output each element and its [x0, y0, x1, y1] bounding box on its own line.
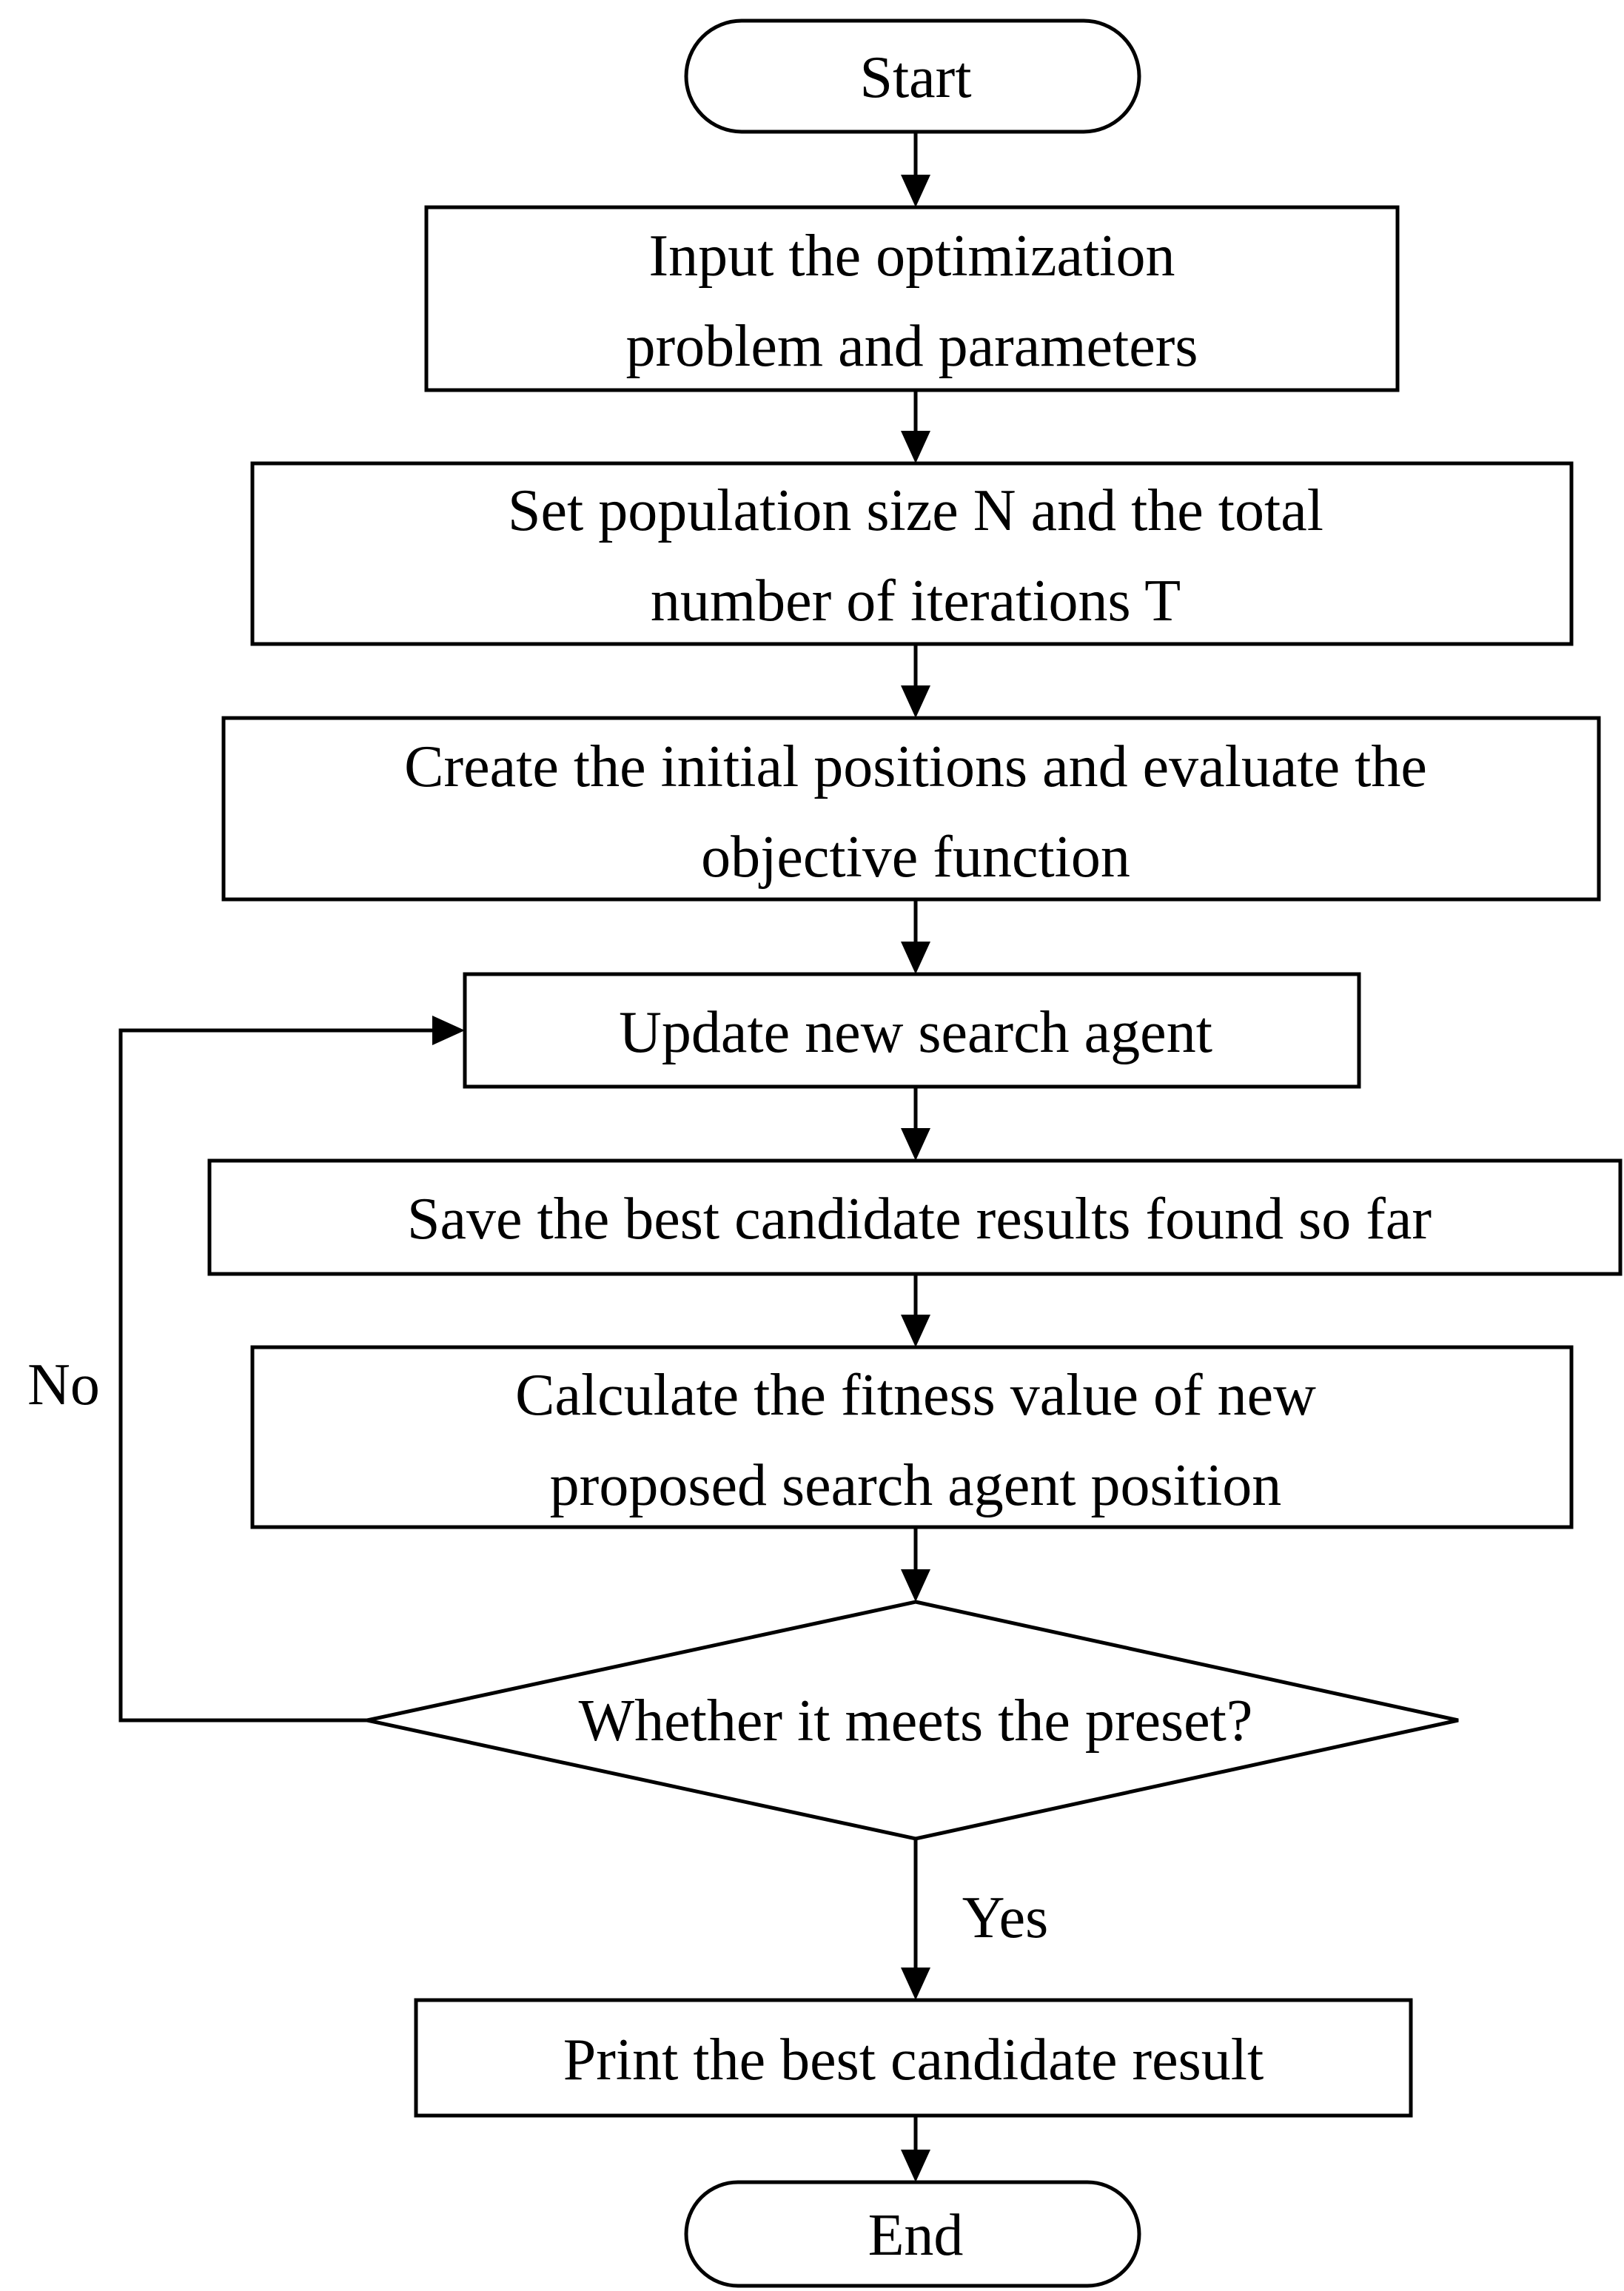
create-box [221, 716, 1601, 902]
create-label-line-1: Create the initial positions and evaluat… [404, 734, 1427, 799]
arrowhead-no-loop [432, 1016, 465, 1045]
arrowhead-end [901, 2150, 930, 2182]
nodes [207, 19, 1623, 2288]
print-label: Print the best candidate result [563, 2027, 1264, 2093]
arrowhead-update [901, 942, 930, 974]
input-box [424, 205, 1400, 392]
node-labels: Start Input the optimization problem and… [404, 45, 1432, 2268]
start-label: Start [859, 45, 971, 110]
input-label-line-1: Input the optimization [649, 224, 1175, 289]
calc-box [250, 1345, 1574, 1529]
save-box [207, 1158, 1623, 1276]
set-label-line-1: Set population size N and the total [508, 478, 1323, 543]
update-label: Update new search agent [619, 1000, 1212, 1065]
set-label-line-2: number of iterations T [651, 568, 1181, 634]
yes-label: Yes [962, 1885, 1048, 1950]
start-terminator [684, 19, 1141, 134]
end-label: End [868, 2203, 964, 2268]
edge-labels: No Yes [27, 1352, 1048, 1950]
edge-no-loop [118, 1028, 435, 1723]
calc-label-line-2: proposed search agent position [550, 1453, 1282, 1518]
arrowhead-decide [901, 1569, 930, 1602]
create-label-line-2: objective function [701, 825, 1130, 890]
save-label: Save the best candidate results found so… [407, 1187, 1432, 1252]
arrowhead-save [901, 1128, 930, 1161]
calc-label-line-1: Calculate the fitness value of new [515, 1363, 1316, 1428]
decision-diamond [366, 1600, 1459, 1841]
update-box [463, 972, 1361, 1089]
no-label: No [27, 1352, 100, 1418]
arrowhead-input [901, 175, 930, 207]
set-box [250, 461, 1574, 646]
arrowhead-print [901, 1968, 930, 2000]
arrowhead-calc [901, 1315, 930, 1347]
input-label-line-2: problem and parameters [625, 314, 1198, 379]
decide-label: Whether it meets the preset? [579, 1688, 1253, 1754]
print-box [414, 1998, 1413, 2118]
arrowhead-create [901, 685, 930, 718]
edges [118, 132, 930, 2182]
arrowhead-set [901, 431, 930, 463]
end-terminator [684, 2180, 1141, 2288]
